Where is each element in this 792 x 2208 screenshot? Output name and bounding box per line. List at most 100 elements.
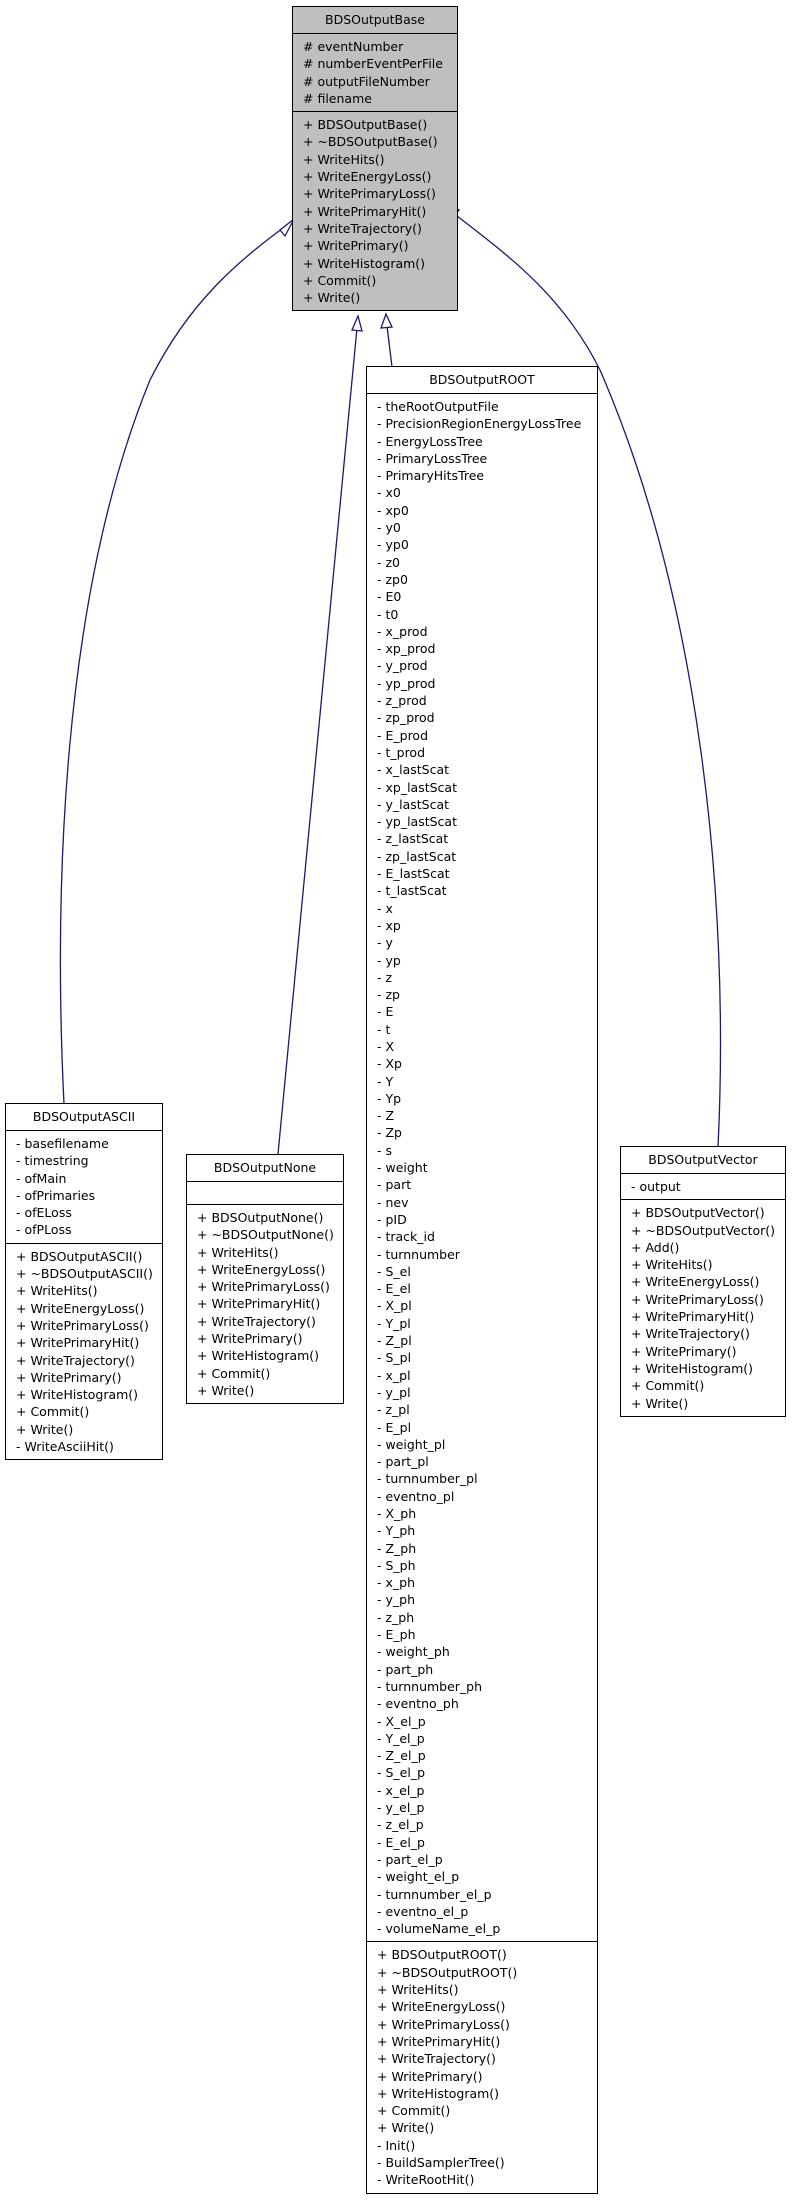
attribute-item: - track_id bbox=[377, 1229, 435, 1245]
attribute-item: - y_pl bbox=[377, 1384, 411, 1400]
attribute-item: - part_el_p bbox=[377, 1851, 443, 1867]
attribute-item: - PrimaryHitsTree bbox=[377, 468, 485, 484]
attribute-item: - s bbox=[377, 1142, 392, 1158]
attribute-item: - Y_ph bbox=[377, 1523, 416, 1539]
attribute-item: - x0 bbox=[377, 485, 401, 501]
class-name: BDSOutputROOT bbox=[367, 367, 597, 394]
method-item: + Write() bbox=[377, 2120, 435, 2136]
attribute-item: - y_ph bbox=[377, 1592, 415, 1608]
method-item: - WriteAsciiHit() bbox=[16, 1439, 114, 1455]
attribute-item: - z_pl bbox=[377, 1402, 410, 1418]
edge-vector-to-base bbox=[451, 211, 722, 1148]
method-item: + Write() bbox=[197, 1382, 255, 1398]
method-list: + BDSOutputVector()+ ~BDSOutputVector()+… bbox=[621, 1200, 785, 1416]
method-item: + Write() bbox=[16, 1421, 74, 1437]
attribute-item: - eventno_pl bbox=[377, 1488, 455, 1504]
attribute-item: - xp_lastScat bbox=[377, 779, 457, 795]
method-item: + Commit() bbox=[631, 1378, 705, 1394]
attribute-item: - x_el_p bbox=[377, 1782, 425, 1798]
attribute-item: - ofPrimaries bbox=[16, 1187, 96, 1203]
attribute-item: - z bbox=[377, 969, 393, 985]
attribute-item: - turnnumber_ph bbox=[377, 1678, 483, 1694]
attribute-item: - S_el_p bbox=[377, 1765, 426, 1781]
method-list: + BDSOutputNone()+ ~BDSOutputNone()+ Wri… bbox=[187, 1205, 343, 1403]
attribute-item: - z0 bbox=[377, 554, 400, 570]
attribute-item: - z_el_p bbox=[377, 1817, 424, 1833]
method-item: + WriteEnergyLoss() bbox=[16, 1300, 145, 1316]
attribute-item: - xp_prod bbox=[377, 641, 436, 657]
method-item: + BDSOutputROOT() bbox=[377, 1947, 507, 1963]
method-item: + Write() bbox=[303, 290, 361, 306]
attribute-item: - X_ph bbox=[377, 1506, 417, 1521]
method-item: + WriteTrajectory() bbox=[197, 1313, 316, 1329]
attribute-item: - E_el_p bbox=[377, 1834, 425, 1850]
attribute-item: - Y_pl bbox=[377, 1315, 411, 1331]
attribute-item: # filename bbox=[303, 90, 372, 106]
attribute-item: - basefilename bbox=[16, 1136, 109, 1151]
method-item: + BDSOutputNone() bbox=[197, 1210, 324, 1225]
method-item: + WritePrimary() bbox=[16, 1369, 122, 1385]
attribute-list bbox=[187, 1182, 343, 1205]
class-bdsoutputbase[interactable]: BDSOutputBase # eventNumber# numberEvent… bbox=[292, 6, 458, 312]
method-item: + Commit() bbox=[303, 272, 377, 288]
method-item: + WritePrimary() bbox=[377, 2068, 483, 2084]
method-item: + WritePrimaryLoss() bbox=[197, 1279, 330, 1295]
attribute-item: - t_lastScat bbox=[377, 883, 447, 899]
method-item: + WriteHits() bbox=[303, 151, 385, 167]
method-item: + WriteTrajectory() bbox=[16, 1352, 135, 1368]
class-bdsoutputroot[interactable]: BDSOutputROOT - theRootOutputFile- Preci… bbox=[366, 366, 598, 2194]
attribute-item: - Xp bbox=[377, 1056, 402, 1072]
attribute-item: - PrecisionRegionEnergyLossTree bbox=[377, 416, 582, 432]
edge-none-to-base bbox=[277, 327, 358, 1155]
attribute-item: - output bbox=[631, 1179, 681, 1194]
attribute-item: - zp bbox=[377, 987, 400, 1003]
attribute-item: - weight_el_p bbox=[377, 1869, 460, 1885]
method-list: + BDSOutputROOT()+ ~BDSOutputROOT()+ Wri… bbox=[367, 1942, 597, 2192]
attribute-item: - weight_pl bbox=[377, 1436, 446, 1452]
attribute-item: - Z_el_p bbox=[377, 1748, 426, 1764]
attribute-item: - pID bbox=[377, 1211, 407, 1227]
method-item: + Write() bbox=[631, 1395, 689, 1411]
method-item: + ~BDSOutputVector() bbox=[631, 1222, 776, 1238]
attribute-item: - S_ph bbox=[377, 1557, 416, 1573]
attribute-item: - zp_prod bbox=[377, 710, 435, 726]
class-bdsoutputascii[interactable]: BDSOutputASCII - basefilename- timestrin… bbox=[5, 1103, 163, 1461]
edge-ascii-to-base bbox=[59, 224, 288, 1105]
method-list: + BDSOutputBase()+ ~BDSOutputBase()+ Wri… bbox=[293, 112, 457, 310]
class-bdsoutputnone[interactable]: BDSOutputNone + BDSOutputNone()+ ~BDSOut… bbox=[186, 1154, 344, 1405]
attribute-item: - E0 bbox=[377, 589, 402, 605]
attribute-item: - turnnumber_el_p bbox=[377, 1886, 492, 1902]
class-name: BDSOutputBase bbox=[293, 7, 457, 34]
attribute-item: - ofELoss bbox=[16, 1205, 72, 1221]
attribute-item: - ofPLoss bbox=[16, 1222, 72, 1238]
attribute-item: - zp_lastScat bbox=[377, 848, 457, 864]
attribute-item: - S_pl bbox=[377, 1350, 412, 1366]
method-item: + WritePrimaryLoss() bbox=[16, 1317, 149, 1333]
attribute-item: - EnergyLossTree bbox=[377, 433, 483, 449]
attribute-item: - z_ph bbox=[377, 1609, 415, 1625]
attribute-item: - t_prod bbox=[377, 744, 426, 760]
attribute-item: - Z bbox=[377, 1108, 395, 1124]
method-item: + WritePrimaryLoss() bbox=[631, 1291, 764, 1307]
attribute-item: - part_ph bbox=[377, 1661, 434, 1677]
attribute-item: - y0 bbox=[377, 520, 401, 536]
method-item: + WriteTrajectory() bbox=[631, 1326, 750, 1342]
attribute-item: - PrimaryLossTree bbox=[377, 450, 488, 466]
attribute-item: - y_lastScat bbox=[377, 796, 450, 812]
method-item: + WriteHits() bbox=[197, 1244, 279, 1260]
attribute-item: - volumeName_el_p bbox=[377, 1921, 501, 1937]
attribute-item: - E bbox=[377, 1004, 394, 1020]
attribute-item: - weight_ph bbox=[377, 1644, 450, 1660]
method-item: + ~BDSOutputNone() bbox=[197, 1227, 334, 1243]
method-item: + Commit() bbox=[377, 2103, 451, 2119]
method-item: + WritePrimaryHit() bbox=[631, 1309, 755, 1325]
edge-none-arrowhead bbox=[351, 314, 363, 332]
attribute-item: - Y bbox=[377, 1073, 394, 1089]
attribute-item: - E_el bbox=[377, 1281, 411, 1297]
attribute-item: - Yp bbox=[377, 1090, 402, 1106]
class-bdsoutputvector[interactable]: BDSOutputVector - output + BDSOutputVect… bbox=[620, 1146, 786, 1417]
method-item: - Init() bbox=[377, 2137, 416, 2153]
attribute-item: - xp0 bbox=[377, 502, 409, 518]
attribute-item: - weight bbox=[377, 1160, 428, 1176]
method-item: + WriteEnergyLoss() bbox=[631, 1274, 760, 1290]
